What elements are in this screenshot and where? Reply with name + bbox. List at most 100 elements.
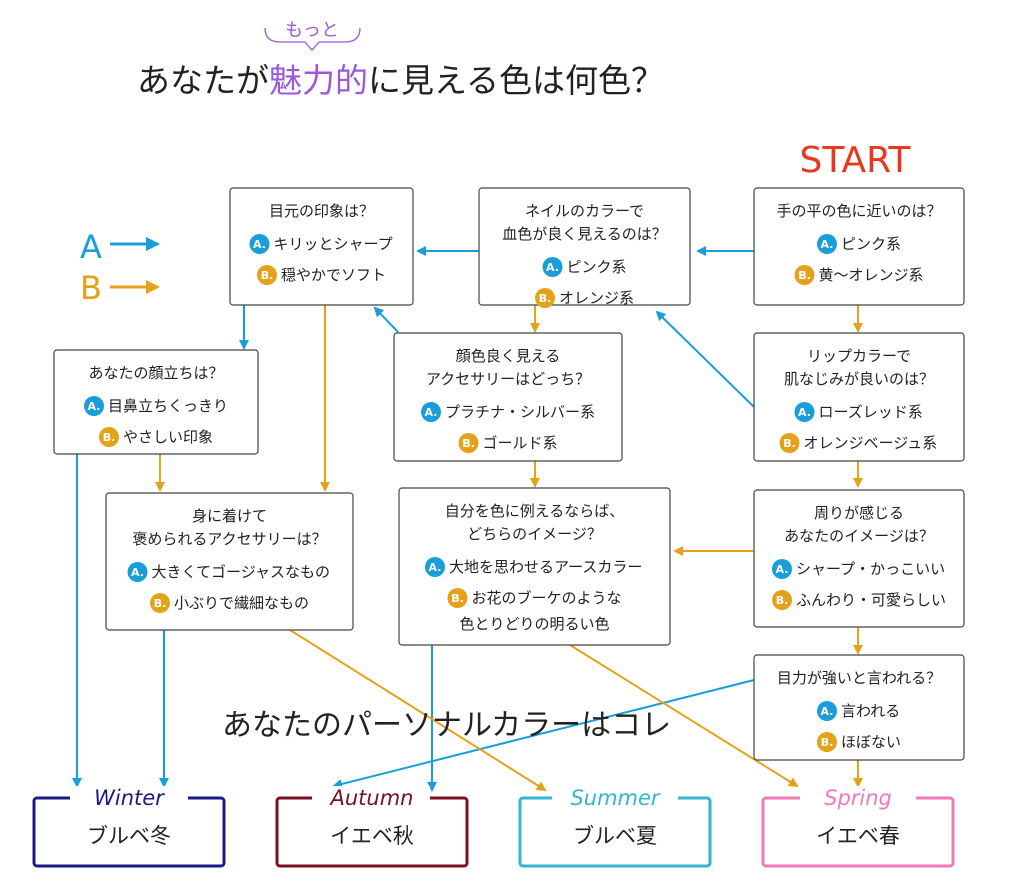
legend-a-label: A	[80, 228, 102, 266]
question-lip-option-b-badge-text: B.	[783, 437, 796, 450]
result-summer: Summer ブルベ夏	[518, 786, 712, 868]
question-palm: 手の平の色に近いのは？ A. ピンク系 B. 黄～オレンジ系	[753, 187, 965, 306]
question-around-line-1: あなたのイメージは？	[784, 527, 934, 545]
season-winter: Winter	[94, 786, 165, 810]
question-self-box	[398, 487, 671, 646]
question-face-option-b-badge: B.	[99, 427, 119, 447]
question-face-line-0: あなたの顔立ちは？	[88, 364, 223, 382]
question-lip-option-a-badge-text: A.	[798, 406, 811, 419]
question-palm-option-b-badge-text: B.	[798, 269, 811, 282]
question-self-option-b-badge: B.	[447, 588, 468, 608]
question-wear-line-0: 身に着けて	[192, 507, 267, 525]
question-accessory-option-a-badge-text: A.	[425, 406, 438, 419]
result-autumn-label: イエベ秋	[330, 824, 414, 848]
question-self-line-0: 自分を色に例えるならば、	[445, 502, 625, 520]
question-lip-option-a-badge: A.	[794, 402, 815, 422]
question-face-option-b-badge-text: B.	[103, 431, 116, 444]
question-wear-option-a-badge-text: A.	[131, 566, 144, 579]
question-lip-option-b-text: オレンジベージュ系	[804, 434, 938, 452]
question-around-option-a-badge-text: A.	[776, 563, 789, 576]
question-face-option-a-badge: A.	[84, 396, 104, 416]
question-palm-option-b-badge: B.	[794, 265, 815, 285]
question-eyes-option-a-badge: A.	[249, 234, 270, 254]
question-eyepower-option-a-text: 言われる	[841, 702, 900, 720]
question-eyepower-option-b-text: ほぼない	[841, 733, 901, 751]
question-face-option-a-text: 目鼻立ちくっきり	[108, 397, 228, 415]
question-eyes-option-a-text: キリッとシャープ	[274, 235, 393, 253]
question-lip-box	[753, 332, 965, 462]
season-spring: Spring	[824, 786, 892, 810]
title-post: に見える色は何色？	[368, 61, 664, 100]
question-accessory-box	[393, 332, 623, 462]
question-around-box	[753, 489, 965, 628]
question-wear-option-a-badge: A.	[127, 562, 148, 582]
title-ruby: もっと	[285, 20, 339, 41]
page-title: あなたが魅力的に見える色は何色？	[137, 61, 664, 100]
question-nail-option-b-text: オレンジ系	[559, 289, 634, 307]
question-around-option-b-text: ふんわり・可愛らしい	[796, 591, 946, 609]
question-eyes-option-b-text: 穏やかでソフト	[281, 266, 386, 284]
question-lip-option-a-text: ローズレッド系	[819, 403, 923, 421]
title-pre: あなたが	[137, 61, 269, 100]
start-label: START	[799, 140, 911, 181]
question-eyepower-line-0: 目力が強いと言われる？	[777, 669, 941, 687]
question-nail-option-b-badge-text: B.	[539, 292, 552, 305]
question-wear-line-1: 褒められるアクセサリーは？	[132, 530, 326, 548]
question-eyes-option-b-badge-text: B.	[261, 269, 274, 282]
question-accessory-line-1: アクセサリーはどっち？	[426, 370, 590, 388]
legend: A B	[80, 228, 160, 307]
result-heading: あなたのパーソナルカラーはコレ	[222, 708, 671, 743]
question-boxes: 手の平の色に近いのは？A.ピンク系B.黄～オレンジ系ネイルのカラーで血色が良く見…	[53, 187, 965, 761]
question-self-line-1: どちらのイメージ？	[467, 525, 602, 543]
question-wear-box	[105, 492, 354, 631]
season-summer: Summer	[570, 786, 660, 810]
edge-wear-b	[289, 629, 547, 792]
question-accessory-option-b-text: ゴールド系	[483, 434, 558, 452]
question-face-option-a-badge-text: A.	[88, 400, 101, 413]
question-accessory-line-0: 顔色良く見える	[456, 347, 561, 365]
title: もっと あなたが魅力的に見える色は何色？	[137, 20, 664, 100]
result-autumn: Autumn イエベ秋	[275, 786, 469, 868]
question-nail-option-a-badge: A.	[542, 257, 563, 277]
question-wear-option-a-text: 大きくてゴージャスなもの	[152, 563, 331, 581]
connectors	[72, 246, 863, 792]
question-self-option-a-text: 大地を思わせるアースカラー	[449, 558, 642, 576]
question-palm-option-a-badge-text: A.	[821, 238, 834, 251]
title-emphasis: 魅力的	[269, 61, 368, 100]
edge-eyepower-a	[332, 679, 755, 789]
question-nail-line-1: 血色が良く見えるのは？	[502, 225, 667, 243]
question-wear-option-b-badge-text: B.	[154, 597, 167, 610]
question-self-option-a-badge-text: A.	[429, 561, 442, 574]
result-summer-label: ブルベ夏	[573, 824, 657, 848]
question-self-option-b-text: お花のブーケのような	[472, 589, 622, 607]
question-palm-option-a-text: ピンク系	[841, 235, 901, 253]
edge-lip-a	[655, 310, 755, 408]
result-spring: Spring イエベ春	[761, 786, 955, 868]
question-eyes-option-a-badge-text: A.	[253, 238, 266, 251]
result-spring-label: イエベ春	[816, 824, 900, 848]
question-face-option-b-text: やさしい印象	[123, 428, 213, 446]
question-eyepower-option-a-badge-text: A.	[821, 705, 834, 718]
question-nail-option-a-text: ピンク系	[567, 258, 627, 276]
question-nail-option-a-badge-text: A.	[546, 261, 559, 274]
question-accessory-option-a-badge: A.	[421, 402, 441, 422]
season-autumn: Autumn	[329, 786, 414, 810]
question-eyepower-option-b-badge: B.	[817, 732, 837, 752]
question-accessory-option-b-badge: B.	[458, 433, 479, 453]
question-palm-option-b-text: 黄～オレンジ系	[819, 266, 924, 284]
ruby-bracket	[264, 27, 361, 51]
question-nail-option-b-badge: B.	[535, 288, 555, 308]
question-self-option-b-badge-text: B.	[451, 592, 464, 605]
result-winter: Winter ブルベ冬	[32, 786, 226, 868]
question-palm-line-0: 手の平の色に近いのは？	[776, 202, 941, 220]
question-lip-line-1: 肌なじみが良いのは？	[784, 370, 934, 388]
question-around-option-b-badge-text: B.	[776, 594, 789, 607]
question-wear-option-b-text: 小ぶりで繊細なもの	[174, 594, 309, 612]
edge-self-b	[569, 644, 799, 788]
